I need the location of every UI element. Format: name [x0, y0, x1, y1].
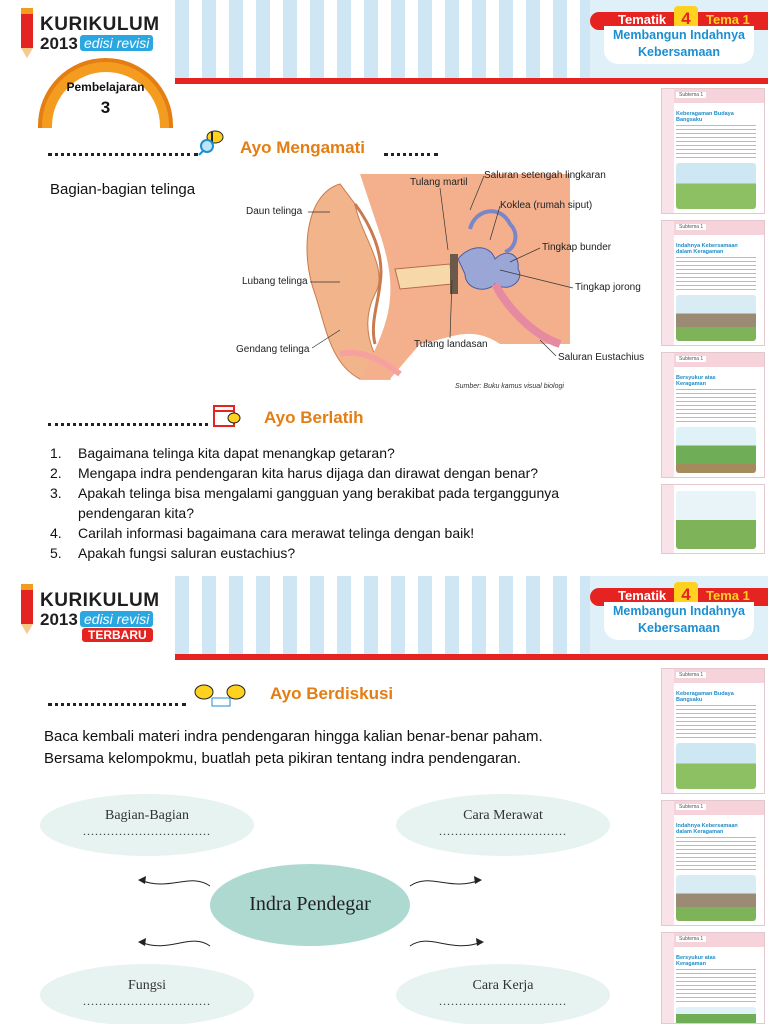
mindmap-node-bagian: Bagian-Bagian ..........................… [40, 794, 254, 856]
label-tulang-landasan: Tulang landasan [414, 339, 488, 350]
pencil-icon [21, 584, 33, 634]
section-ayo-berlatih: Ayo Berlatih [48, 396, 608, 436]
logo-text-year: 2013 [40, 34, 78, 53]
label-lubang-telinga: Lubang telinga [242, 276, 308, 287]
label-tulang-martil: Tulang martil [410, 177, 468, 188]
tematik-badge: Tematik 4 Tema 1 Membangun Indahnya Kebe… [590, 576, 768, 656]
tema-title: Membangun Indahnya Kebersamaan [613, 28, 745, 59]
page-1: KURIKULUM 2013 edisi revisi Pembelajaran… [10, 0, 768, 563]
logo-text-kurikulum: KURIKULUM [40, 14, 160, 35]
mindmap-center: Indra Pendegar [210, 864, 410, 946]
thumbnail-page [661, 484, 765, 554]
header-stripes [175, 0, 590, 80]
label-tingkap-bunder: Tingkap bunder [542, 242, 612, 253]
instruction-line-2: Bersama kelompokmu, buatlah peta pikiran… [44, 750, 521, 767]
arrow-to-cara-merawat [409, 879, 481, 887]
pembelajaran-number: 3 [100, 98, 111, 117]
list-item: 2.Mengapa indra pendengaran kita harus d… [50, 465, 539, 481]
pencil-icon [21, 8, 33, 58]
tema-label: Tema 1 [706, 12, 750, 27]
tema-label: Tema 1 [706, 588, 750, 603]
section-ayo-mengamati: Ayo Mengamati [48, 126, 608, 166]
mindmap-arrows [138, 876, 484, 947]
list-item: 3.Apakah telinga bisa mengalami gangguan… [50, 485, 560, 521]
arrow-to-fungsi [139, 940, 211, 947]
list-item: 4.Carilah informasi bagaimana cara meraw… [50, 525, 475, 541]
logo-badge: edisi revisi [80, 35, 154, 51]
page-2: KURIKULUM 2013 edisi revisi TERBARU Tema… [0, 576, 768, 1024]
section-title: Ayo Berdiskusi [270, 684, 394, 703]
tematik-label: Tematik [618, 588, 667, 603]
logo-badge-terbaru: TERBARU [82, 628, 153, 642]
bee-magnifier-icon [198, 130, 224, 156]
mindmap-node-cara-merawat: Cara Merawat ...........................… [396, 794, 610, 856]
label-koklea: Koklea (rumah siput) [500, 200, 593, 211]
section-title: Ayo Berlatih [264, 408, 364, 427]
tematik-badge: Tematik 4 Tema 1 Membangun Indahnya Kebe… [590, 0, 768, 80]
instruction-line-1: Baca kembali materi indra pendengaran hi… [44, 728, 543, 745]
ear-leader-lines [308, 175, 574, 357]
list-item: 5.Apakah fungsi saluran eustachius? [50, 545, 296, 561]
pembelajaran-label: Pembelajaran [66, 80, 145, 94]
list-item: 1.Bagaimana telinga kita dapat menangkap… [50, 445, 395, 461]
tematik-label: Tematik [618, 12, 667, 27]
thumbnail-page: Subtema 1 Bersyukur atas Keragaman [661, 352, 765, 478]
arrow-to-bagian [139, 879, 211, 887]
kurikulum-logo: KURIKULUM 2013 edisi revisi [10, 6, 175, 62]
logo-badge: edisi revisi [80, 611, 154, 627]
ear-anatomy-illustration [306, 174, 570, 380]
thumbnail-page: Subtema 1 Indahnya Kebersamaan dalam Ker… [661, 800, 765, 926]
label-saluran-eustachius: Saluran Eustachius [558, 352, 645, 363]
ear-heading: Bagian-bagian telinga [50, 181, 196, 198]
label-saluran-setengah-lingkaran: Saluran setengah lingkaran [484, 170, 606, 181]
thumbnail-page: Subtema 1 Bersyukur atas Keragaman [661, 932, 765, 1024]
header-stripes [175, 576, 590, 656]
mindmap-node-fungsi: Fungsi ................................ [40, 964, 254, 1024]
logo-text-year: 2013 [40, 610, 78, 629]
header-red-line [175, 654, 768, 660]
arrow-to-cara-kerja [409, 940, 483, 947]
question-list: 1.Bagaimana telinga kita dapat menangkap… [50, 443, 610, 563]
section-ayo-berdiskusi: Ayo Berdiskusi [48, 676, 608, 716]
label-daun-telinga: Daun telinga [246, 206, 303, 217]
header-red-line [175, 78, 768, 84]
label-tingkap-jorong: Tingkap jorong [575, 282, 641, 293]
thumbnail-page: Subtema 1 Keberagaman Budaya Bangsaku [661, 668, 765, 794]
bee-calendar-icon [213, 405, 241, 427]
section-title: Ayo Mengamati [240, 138, 366, 157]
logo-text-kurikulum: KURIKULUM [40, 590, 160, 611]
mindmap-node-cara-kerja: Cara Kerja .............................… [396, 964, 610, 1024]
bees-reading-icon [194, 684, 246, 707]
tema-title: Membangun Indahnya Kebersamaan [613, 604, 745, 635]
thumbnail-page: Subtema 1 Keberagaman Budaya Bangsaku [661, 88, 765, 214]
kurikulum-logo: KURIKULUM 2013 edisi revisi TERBARU [10, 582, 175, 642]
source-caption: Sumber: Buku kamus visual biologi [455, 383, 564, 390]
label-gendang-telinga: Gendang telinga [236, 344, 310, 355]
thumbnail-page: Subtema 1 Indahnya Kebersamaan dalam Ker… [661, 220, 765, 346]
